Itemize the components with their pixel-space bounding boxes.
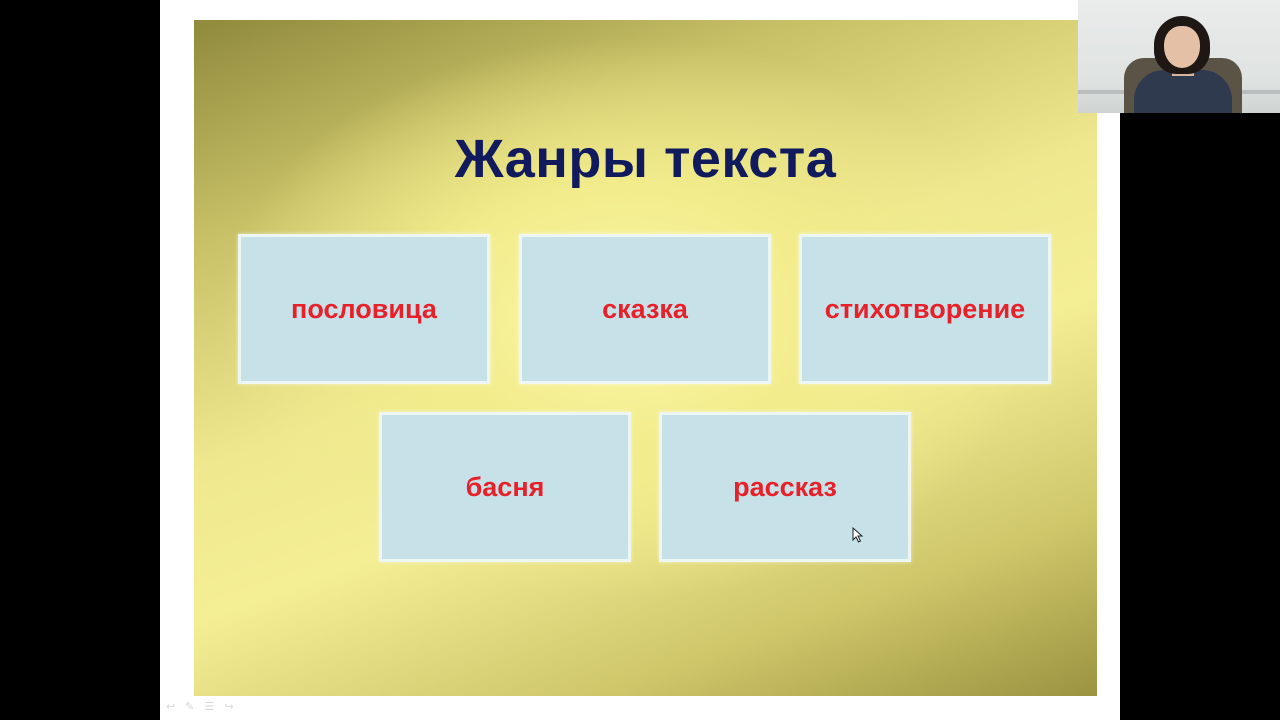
genre-card-label: рассказ <box>733 471 837 502</box>
slide-title: Жанры текста <box>454 129 837 189</box>
genre-card-label: пословица <box>291 293 437 324</box>
presenter-face <box>1164 26 1200 68</box>
genre-card-story: рассказ <box>659 412 911 562</box>
previous-slide-icon[interactable]: ↩ <box>166 701 176 713</box>
genre-card-fairy-tale: сказка <box>519 234 771 384</box>
genre-card-fable: басня <box>379 412 631 562</box>
presenter-torso <box>1134 70 1232 113</box>
menu-icon[interactable]: ☰ <box>204 701 215 713</box>
slide-controls: ↩ ✎ ☰ ↪ <box>166 700 234 713</box>
webcam-video <box>1078 0 1280 113</box>
pen-icon[interactable]: ✎ <box>185 701 195 713</box>
genre-card-label: басня <box>465 471 545 502</box>
genre-card-label: сказка <box>602 293 688 324</box>
genre-card-poem: стихотворение <box>799 234 1051 384</box>
genre-card-label: стихотворение <box>824 293 1026 324</box>
genre-card-proverb: пословица <box>238 234 490 384</box>
next-slide-icon[interactable]: ↪ <box>224 701 234 713</box>
slide: Жанры текста пословица сказка стихотворе… <box>194 20 1097 696</box>
mouse-pointer-icon <box>852 527 864 543</box>
